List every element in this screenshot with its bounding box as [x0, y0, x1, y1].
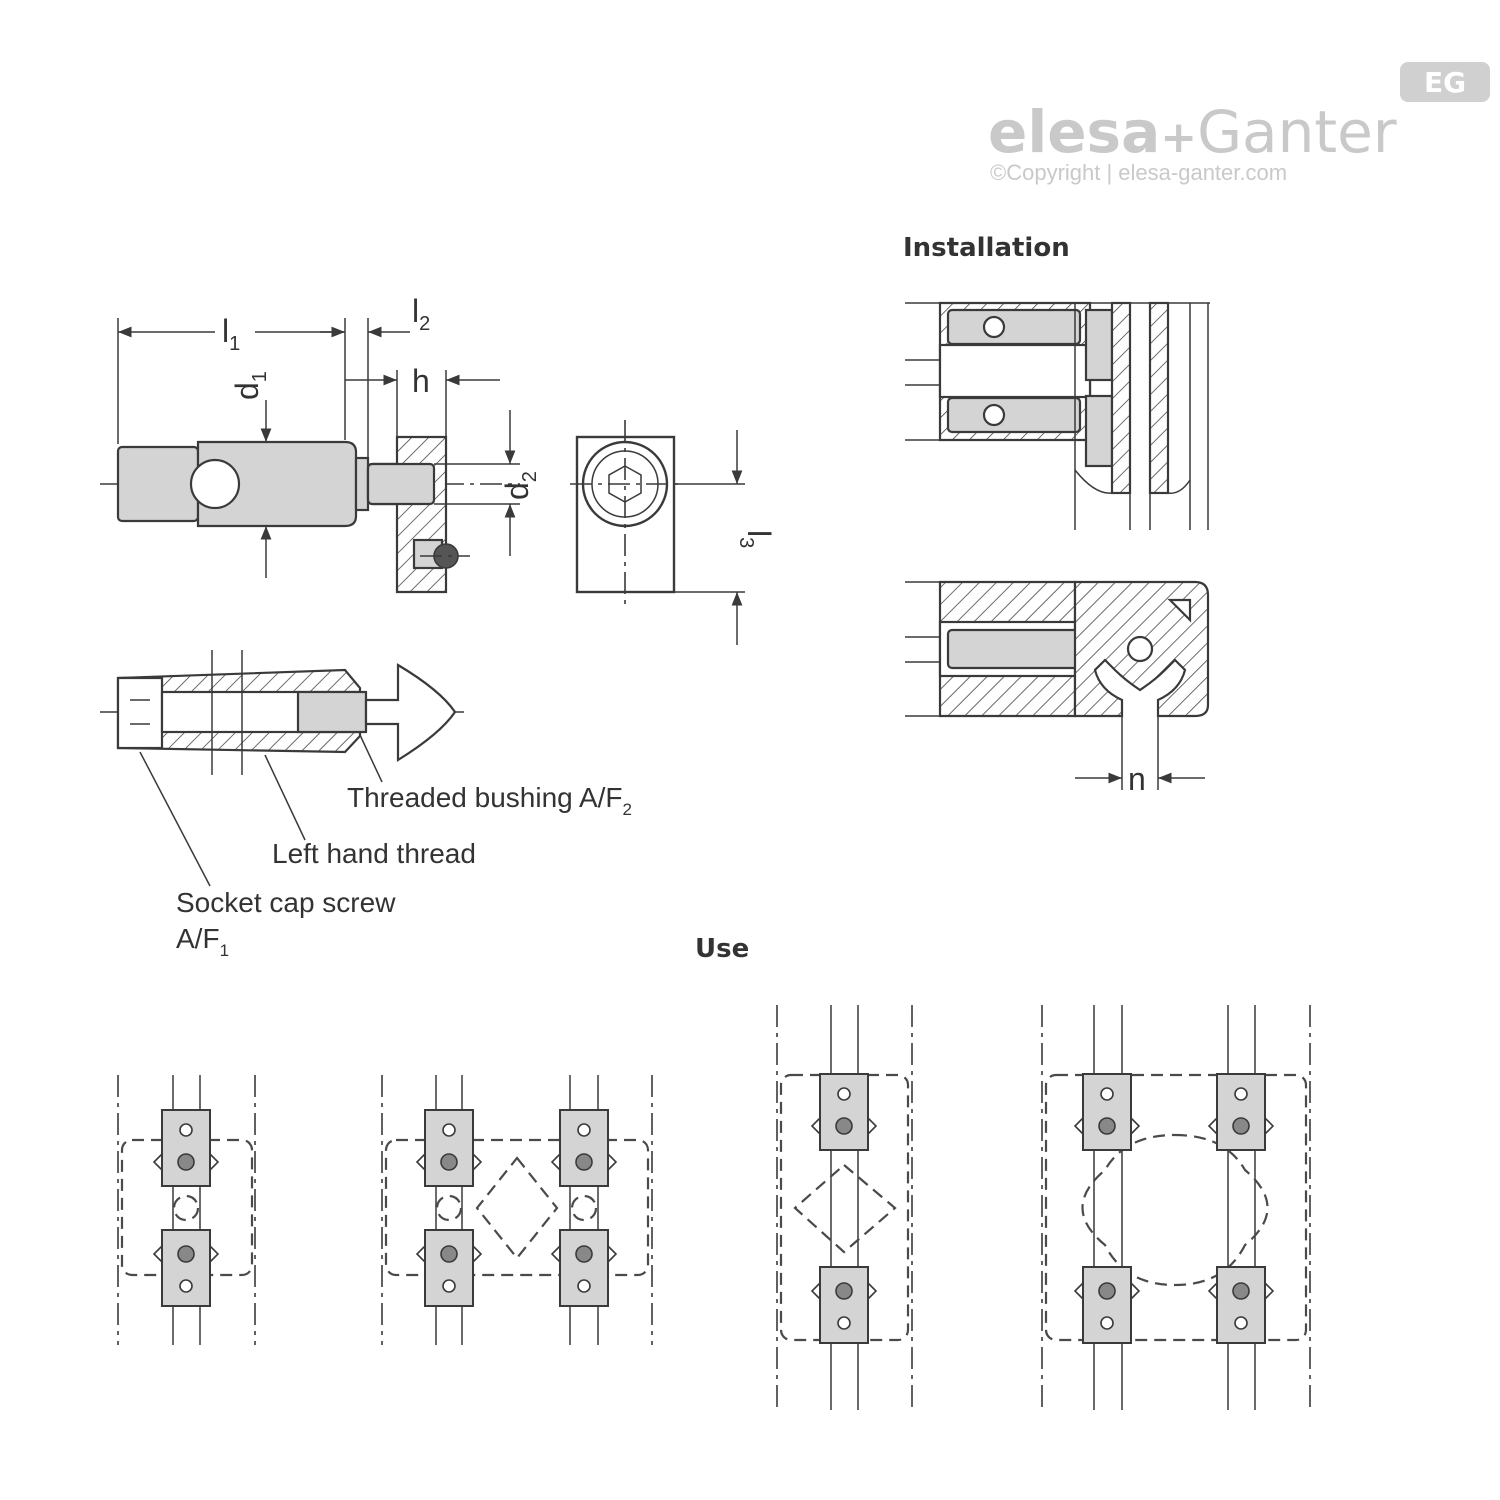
- dim-n: n: [1128, 761, 1146, 797]
- brand-badge: [1400, 62, 1490, 102]
- dim-l1: l1: [222, 313, 240, 355]
- brand-badge-text: EG: [1424, 66, 1466, 99]
- installation-top-drawing: [905, 301, 1210, 530]
- brand-copyright: ©Copyright | elesa-ganter.com: [990, 160, 1287, 185]
- brand-plus: +: [1160, 112, 1197, 163]
- dim-h: h: [412, 363, 430, 399]
- brand-wordmark: elesa+Ganter: [988, 98, 1397, 166]
- use-diagram-double-vertical: [776, 1005, 913, 1410]
- heading-use: Use: [695, 934, 749, 964]
- callout-threaded-bushing: Threaded bushing A/F2: [347, 782, 632, 819]
- section-view-drawing: [100, 650, 470, 887]
- callout-socket-cap-screw-af: A/F1: [176, 923, 229, 960]
- installation-bottom-drawing: [905, 580, 1210, 790]
- callout-left-hand-thread: Left hand thread: [272, 838, 476, 869]
- front-view-drawing: [570, 420, 745, 645]
- brand-logo: EG elesa+Ganter ©Copyright | elesa-gante…: [988, 62, 1490, 185]
- dim-d1: d1: [229, 371, 271, 400]
- dim-l2: l2: [412, 293, 430, 335]
- dim-d2: d2: [499, 471, 541, 500]
- brand-name-elesa: elesa: [988, 98, 1160, 166]
- callout-socket-cap-screw: Socket cap screw: [176, 887, 396, 918]
- brand-name-ganter: Ganter: [1197, 98, 1397, 166]
- dim-l3: l3: [735, 530, 777, 548]
- use-diagram-quad: [1041, 1005, 1311, 1410]
- heading-installation: Installation: [903, 233, 1070, 263]
- side-view-drawing: [100, 318, 520, 594]
- use-diagram-double-horizontal: [381, 1075, 653, 1345]
- use-diagram-single: [117, 1075, 256, 1345]
